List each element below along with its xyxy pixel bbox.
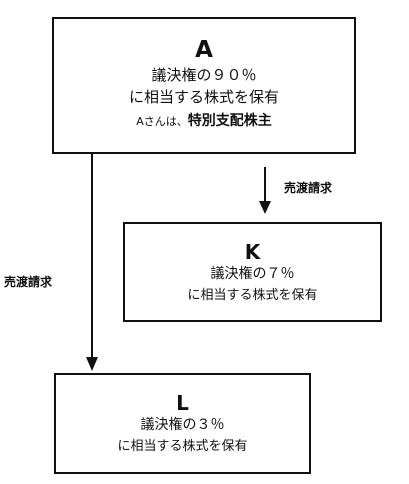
node-a-note-emphasis: 特別支配株主 xyxy=(187,113,272,129)
node-k: K 議決権の７％ に相当する株式を保有 xyxy=(123,222,382,322)
node-a-line2: に相当する株式を保有 xyxy=(128,88,279,106)
arrow-a-to-l-head xyxy=(86,357,98,371)
node-a-title: A xyxy=(195,37,213,63)
node-k-title: K xyxy=(244,240,261,264)
node-l-line2: に相当する株式を保有 xyxy=(117,439,248,454)
arrow-a-to-k xyxy=(259,167,271,214)
arrow-a-to-l xyxy=(86,154,98,371)
node-k-line2: に相当する株式を保有 xyxy=(187,288,318,303)
node-k-line1: 議決権の７％ xyxy=(210,266,295,282)
arrow-a-to-k-head xyxy=(259,201,271,214)
node-a-note: Aさんは、特別支配株主 xyxy=(54,109,354,134)
arrow-a-to-l-label: 売渡請求 xyxy=(4,275,53,289)
node-a-note-prefix: Aさんは、 xyxy=(136,115,188,128)
node-l-title: L xyxy=(176,391,189,415)
node-l: L 議決権の３％ に相当する株式を保有 xyxy=(54,373,311,474)
node-l-line1: 議決権の３％ xyxy=(140,417,225,433)
node-a-line1: 議決権の９０％ xyxy=(151,66,257,84)
node-a: A 議決権の９０％ に相当する株式を保有 Aさんは、特別支配株主 xyxy=(52,17,356,154)
arrow-a-to-k-label: 売渡請求 xyxy=(284,181,333,195)
